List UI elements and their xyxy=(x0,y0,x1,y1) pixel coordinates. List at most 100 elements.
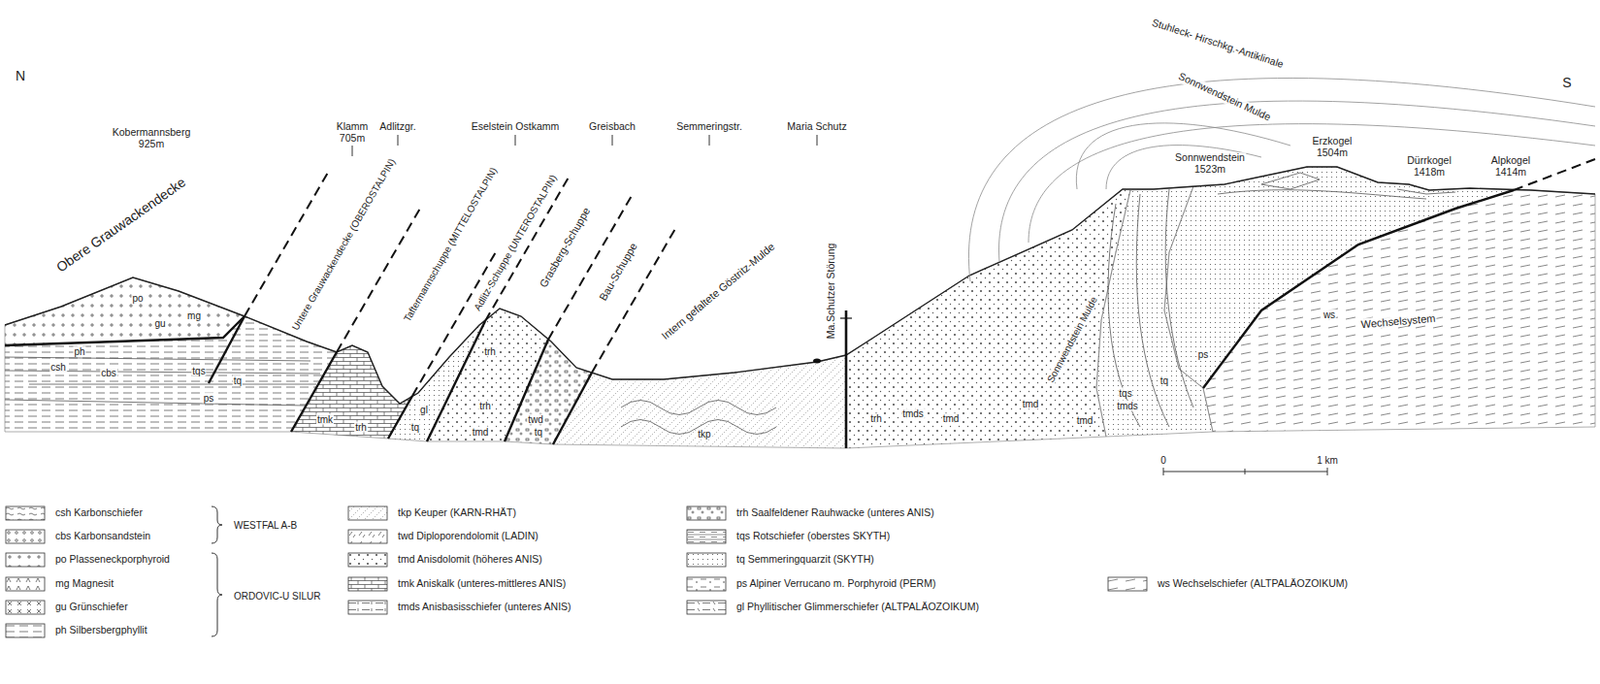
scale-bar xyxy=(1163,467,1328,476)
section-label: ps xyxy=(1197,349,1210,360)
unit-anisdolomit xyxy=(846,189,1131,449)
legend-brackets xyxy=(211,506,223,637)
section-label: tq xyxy=(1159,375,1170,387)
section-label: tmds xyxy=(901,408,925,420)
section-label: Semmeringstr. xyxy=(675,121,744,133)
legend-text: po Plasseneckporphyroid xyxy=(55,554,170,566)
thrust-lines xyxy=(4,159,1596,449)
legend-text: tmds Anisbasisschiefer (unteres ANIS) xyxy=(397,601,572,614)
section-label: trh xyxy=(354,422,368,433)
section-label: tmd xyxy=(1021,398,1041,410)
section-label: Intern gefaltete Göstritz-Mulde xyxy=(658,239,779,343)
section-label: Sonnwendstein Mulde xyxy=(1044,293,1101,386)
section-label: 1504m xyxy=(1315,147,1349,160)
legend-item: tmd Anisdolomit (höheres ANIS) xyxy=(347,552,543,568)
section-label: Ma.Schutzer Störung xyxy=(825,242,838,341)
locality-dot xyxy=(813,359,821,364)
section-label: tqs xyxy=(191,365,206,377)
section-label: tkp xyxy=(696,428,712,440)
legend-text: ws Wechselschiefer (ALTPALÄOZOIKUM) xyxy=(1157,578,1348,590)
legend-text: trh Saalfeldener Rauhwacke (unteres ANIS… xyxy=(736,507,935,520)
legend-swatch xyxy=(4,599,46,616)
section-label: Sonnwendstein Mulde xyxy=(1175,70,1274,125)
section-label: Erzkogel xyxy=(1311,135,1354,148)
section-label: Maria Schutz xyxy=(785,121,848,133)
legend-swatch xyxy=(685,505,727,522)
legend-text: ph Silbersbergphyllit xyxy=(55,624,148,637)
legend-item: tqs Rotschiefer (oberstes SKYTH) xyxy=(685,528,890,545)
section-label: gu xyxy=(153,318,166,329)
legend-text: csh Karbonschiefer xyxy=(55,507,143,520)
section-label: tqs xyxy=(1117,388,1133,399)
section-label: ph xyxy=(72,346,86,358)
legend-swatch xyxy=(4,622,46,639)
section-label: trh xyxy=(483,346,497,358)
legend-item: tmds Anisbasisschiefer (unteres ANIS) xyxy=(347,599,572,616)
legend-swatch xyxy=(685,528,727,545)
legend-item: ps Alpiner Verrucano m. Porphyroid (PERM… xyxy=(685,576,936,592)
legend-swatch xyxy=(4,505,46,522)
legend-text: twd Diploporendolomit (LADIN) xyxy=(397,530,539,543)
unit-grasberg xyxy=(426,308,549,442)
legend-item: gu Grünschiefer xyxy=(4,599,129,616)
legend-text: ps Alpiner Verrucano m. Porphyroid (PERM… xyxy=(736,578,936,590)
section-label: Grasberg-Schuppe xyxy=(536,204,593,291)
section-label: Klamm xyxy=(335,121,370,133)
section-label: 1523m xyxy=(1193,163,1227,176)
section-label: twd xyxy=(526,414,545,425)
legend-swatch xyxy=(347,505,389,522)
legend-swatch xyxy=(347,599,389,616)
legend-item: tkp Keuper (KARN-RHÄT) xyxy=(347,505,517,522)
legend-item: csh Karbonschiefer xyxy=(4,505,143,522)
section-label: Kobermannsberg xyxy=(111,127,193,139)
bedding-lines xyxy=(4,172,1456,435)
legend-text: tkp Keuper (KARN-RHÄT) xyxy=(397,507,517,520)
legend-text: mg Magnesit xyxy=(55,578,114,590)
section-label: 0 xyxy=(1159,455,1168,466)
section-label: N xyxy=(14,68,27,84)
legend-swatch xyxy=(347,576,389,592)
legend-text: gu Grünschiefer xyxy=(55,601,129,614)
unit-taftermann xyxy=(291,345,413,439)
section-label: Adlitzgr. xyxy=(378,121,417,133)
section-label: tmd xyxy=(942,413,961,425)
legend-swatch xyxy=(4,528,46,545)
rock-units xyxy=(4,166,1596,449)
section-label: tmd xyxy=(1076,415,1095,426)
section-label: Sonnwendstein xyxy=(1174,152,1246,164)
legend-text: tmk Aniskalk (unteres-mittleres ANIS) xyxy=(397,578,566,590)
legend-item: po Plasseneckporphyroid xyxy=(4,552,170,568)
legend-item: tmk Aniskalk (unteres-mittleres ANIS) xyxy=(347,576,566,592)
section-label: ps xyxy=(202,392,216,404)
section-label: Dürrkogel xyxy=(1405,155,1453,167)
section-label: ORDOVIC-U SILUR xyxy=(232,590,322,602)
legend-text: tq Semmeringquarzit (SKYTH) xyxy=(736,554,875,566)
section-label: Alpkogel xyxy=(1490,155,1532,167)
legend-item: twd Diploporendolomit (LADIN) xyxy=(347,528,539,545)
section-label: 1414m xyxy=(1494,166,1528,179)
section-label: S xyxy=(1561,75,1572,91)
unit-wechsel xyxy=(1203,190,1596,432)
legend-swatch xyxy=(4,576,46,592)
legend-text: gl Phyllitischer Glimmerschiefer (ALTPAL… xyxy=(736,601,980,614)
section-label: cbs xyxy=(99,367,118,379)
section-label: Untere Grauwackendecke (OBEROSTALPIN) xyxy=(289,156,398,333)
legend-swatch xyxy=(685,552,727,568)
legend-item: trh Saalfeldener Rauhwacke (unteres ANIS… xyxy=(685,505,935,522)
legend-item: ph Silbersbergphyllit xyxy=(4,622,148,639)
legend-text: cbs Karbonsandstein xyxy=(55,530,151,543)
legend-swatch xyxy=(347,528,389,545)
section-label: 925m xyxy=(137,138,165,151)
section-label: 1418m xyxy=(1412,166,1446,179)
legend-swatch xyxy=(4,552,46,568)
section-label: Obere Grauwackendecke xyxy=(53,174,191,277)
section-label: ws xyxy=(1322,309,1337,321)
legend-swatch xyxy=(347,552,389,568)
section-label: Bau-Schuppe xyxy=(596,239,641,304)
legend-swatch xyxy=(685,599,727,616)
section-label: csh xyxy=(49,361,67,373)
legend-text: tmd Anisdolomit (höheres ANIS) xyxy=(397,554,543,566)
legend-swatch xyxy=(685,576,727,592)
legend-item: tq Semmeringquarzit (SKYTH) xyxy=(685,552,875,568)
